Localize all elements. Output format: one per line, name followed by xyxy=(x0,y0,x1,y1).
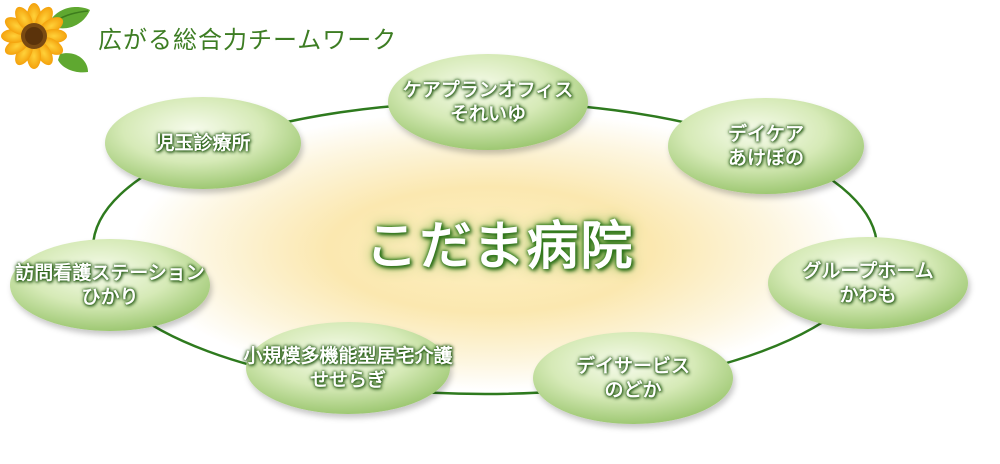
node-day-care: デイケア あけぼの xyxy=(686,122,846,170)
center-glow xyxy=(130,110,850,390)
page-heading: 広がる総合力チームワーク xyxy=(98,26,398,54)
bubble-kodama-clinic xyxy=(105,97,301,189)
bubble-day-care xyxy=(668,98,864,194)
node-group-home-line1: グループホーム xyxy=(802,260,934,282)
node-kodama-clinic: 児玉診療所 xyxy=(128,131,278,155)
node-visiting-nurse: 訪問看護ステーション ひかり xyxy=(10,261,210,309)
node-care-plan-office-line1: ケアプランオフィス xyxy=(402,79,574,101)
sunflower-icon xyxy=(1,3,90,73)
node-visiting-nurse-line2: ひかり xyxy=(81,286,139,308)
node-kodama-clinic-line1: 児玉診療所 xyxy=(155,132,251,154)
node-day-service-line2: のどか xyxy=(604,379,662,401)
node-day-service-line1: デイサービス xyxy=(575,355,690,377)
bubble-visiting-nurse xyxy=(10,239,210,331)
node-group-home: グループホーム かわも xyxy=(778,259,958,307)
node-care-plan-office-line2: それいゆ xyxy=(449,103,526,125)
bubble-day-service xyxy=(533,332,733,424)
bubble-group-home xyxy=(768,237,968,329)
bubble-care-plan-office xyxy=(388,54,588,150)
center-hospital-title: こだま病院 xyxy=(365,217,635,277)
node-day-service: デイサービス のどか xyxy=(553,354,713,402)
node-care-plan-office: ケアプランオフィス それいゆ xyxy=(388,78,588,126)
node-small-multifunction-care-line1: 小規模多機能型居宅介護 xyxy=(243,345,453,367)
bubble-small-multifunction-care xyxy=(246,322,450,414)
node-small-multifunction-care: 小規模多機能型居宅介護 せせらぎ xyxy=(230,344,466,392)
node-visiting-nurse-line1: 訪問看護ステーション xyxy=(15,262,205,284)
node-bubbles xyxy=(10,54,968,424)
node-day-care-line2: あけぼの xyxy=(727,147,804,169)
node-day-care-line1: デイケア xyxy=(727,123,804,145)
node-small-multifunction-care-line2: せせらぎ xyxy=(309,369,386,391)
node-group-home-line2: かわも xyxy=(839,284,897,306)
